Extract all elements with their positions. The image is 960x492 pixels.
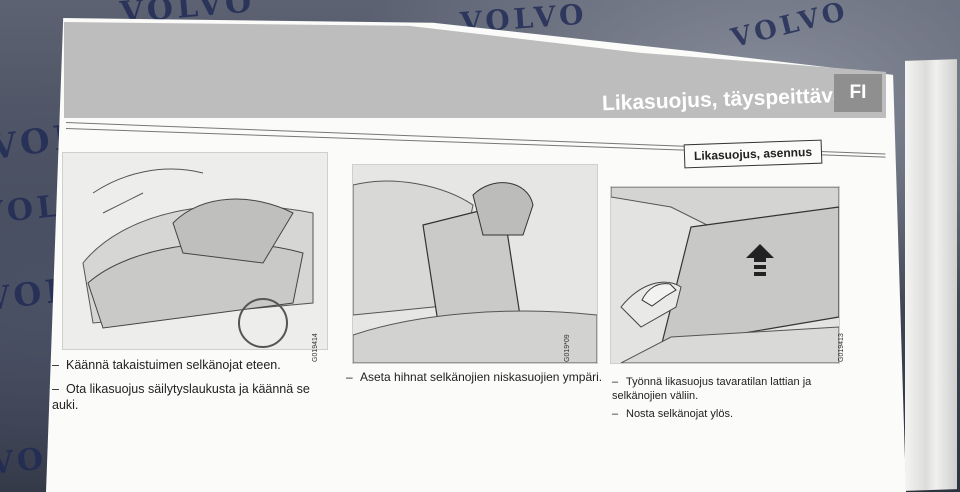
step-text: Käännä takaistuimen selkänojat eteen.	[66, 358, 281, 372]
step-text: Ota likasuojus säilytyslaukusta ja käänn…	[52, 382, 310, 412]
illustration-push-cover	[610, 186, 840, 364]
figure-code-2: G019*09	[564, 334, 571, 362]
hand-icon	[640, 278, 680, 308]
instruction-3-1: –Työnnä likasuojus tavaratilan lattian j…	[612, 376, 812, 404]
dash-bullet: –	[52, 358, 59, 372]
instruction-1-1: –Käännä takaistuimen selkänojat eteen.	[52, 358, 322, 374]
dash-bullet: –	[612, 376, 619, 388]
illustration-headrest-straps	[352, 164, 598, 364]
figure-code-3: G019413	[838, 333, 845, 362]
arrow-up-icon	[746, 244, 774, 280]
instruction-3-2: –Nosta selkänojat ylös.	[612, 408, 812, 422]
illustration-seats-folded	[62, 152, 328, 350]
dash-bullet: –	[52, 382, 59, 396]
page-stack	[905, 59, 957, 491]
step-text: Nosta selkänojat ylös.	[626, 408, 733, 420]
dash-bullet: –	[612, 408, 619, 420]
instruction-2-1: –Aseta hihnat selkänojien niskasuojien y…	[346, 370, 606, 385]
instruction-1-2: –Ota likasuojus säilytyslaukusta ja kään…	[52, 382, 314, 413]
step-text: Aseta hihnat selkänojien niskasuojien ym…	[360, 370, 603, 384]
language-tab: FI	[834, 74, 882, 112]
dash-bullet: –	[346, 370, 353, 384]
section-heading: Likasuojus, asennus	[683, 139, 823, 169]
step-text: Työnnä likasuojus tavaratilan lattian ja…	[612, 376, 812, 402]
